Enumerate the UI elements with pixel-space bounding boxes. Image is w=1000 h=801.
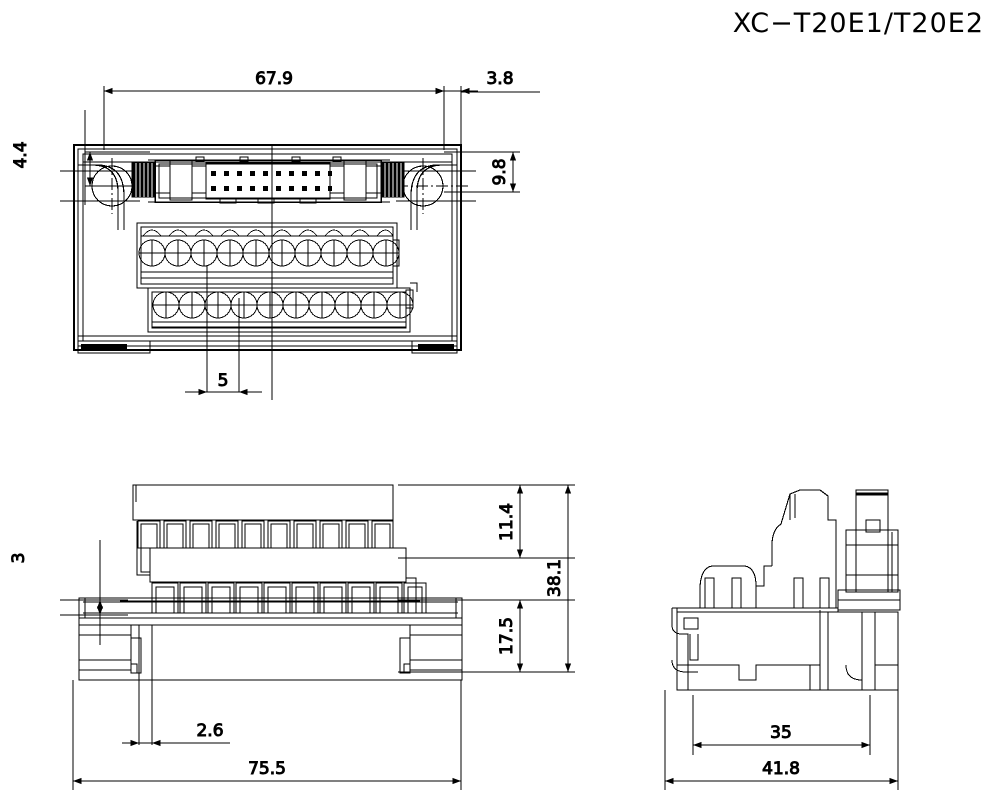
dim-38_1-label: 38.1 [545, 559, 565, 597]
terminal-row-lower [147, 282, 418, 333]
top-view-group: 67.9 3.8 4.4 9.8 [11, 69, 540, 400]
dim-3_8: 3.8 [430, 69, 514, 95]
din-clip-left [77, 340, 151, 354]
dim-17_5-label: 17.5 [497, 617, 517, 655]
dim-3-label: 3 [9, 553, 29, 564]
din-clip-right [411, 340, 458, 354]
front-terminal-cells-upper [137, 520, 394, 549]
dim-2_6: 2.6 [122, 721, 230, 747]
dim-3_8-label: 3.8 [486, 69, 513, 89]
dim-67_9: 67.9 [104, 69, 444, 95]
dim-9_8: 9.8 [490, 152, 517, 192]
dim-38_1: 38.1 [545, 485, 572, 672]
dim-75_5: 75.5 [73, 759, 461, 785]
dim-4_4-label: 4.4 [11, 141, 31, 168]
side-view-group: 35 41.8 [664, 489, 901, 790]
dim-35: 35 [693, 723, 870, 749]
terminal-row-upper [136, 222, 400, 289]
connector-pin-array [211, 171, 332, 191]
dim-41_8: 41.8 [665, 759, 898, 785]
front-view-group: 3 11.4 17.5 38.1 [9, 484, 575, 790]
top-view-extension-lines [84, 86, 540, 400]
dim-75_5-label: 75.5 [248, 759, 286, 779]
dim-2_6-label: 2.6 [196, 721, 223, 741]
dim-5-label: 5 [218, 371, 229, 391]
idc-connector [131, 156, 405, 204]
dim-3: 3 [9, 540, 104, 645]
drawing-title: XC−T20E1/T20E2 [732, 8, 984, 39]
dim-41_8-label: 41.8 [762, 759, 800, 779]
dim-11_4: 11.4 [497, 485, 524, 558]
dim-11_4-label: 11.4 [497, 503, 517, 541]
dim-4_4: 4.4 [11, 141, 94, 186]
dim-67_9-label: 67.9 [255, 69, 293, 89]
terminal-screws-lower [152, 291, 414, 319]
dim-9_8-label: 9.8 [490, 158, 510, 185]
dim-35-label: 35 [770, 723, 792, 743]
terminal-screws-upper [138, 239, 400, 267]
dim-5: 5 [185, 371, 262, 396]
front-view-extension-lines [60, 484, 575, 790]
dim-17_5: 17.5 [497, 600, 524, 672]
